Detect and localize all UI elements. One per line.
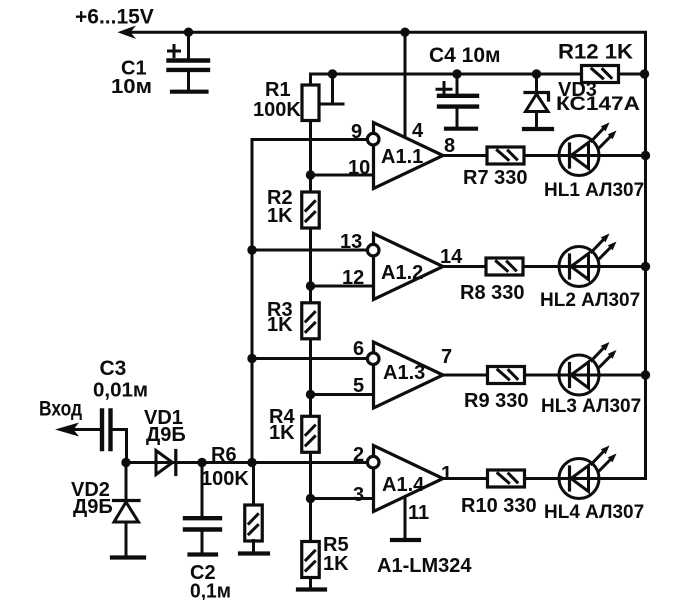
svg-text:1K: 1K <box>323 553 349 575</box>
svg-text:А1.4: А1.4 <box>382 474 425 496</box>
svg-text:13: 13 <box>340 231 362 253</box>
svg-text:100K: 100K <box>201 468 249 490</box>
svg-text:R12 1K: R12 1K <box>558 40 633 64</box>
svg-text:R3: R3 <box>267 299 293 321</box>
svg-text:6: 6 <box>353 338 364 360</box>
svg-text:R1: R1 <box>265 79 291 101</box>
svg-text:10м: 10м <box>111 76 152 98</box>
svg-text:5: 5 <box>353 375 364 397</box>
svg-text:1K: 1K <box>269 422 295 444</box>
svg-text:1K: 1K <box>267 314 293 336</box>
svg-text:9: 9 <box>351 121 362 143</box>
svg-text:Д9Б: Д9Б <box>146 424 186 446</box>
svg-text:С1: С1 <box>121 58 147 80</box>
svg-text:А1-LM324: А1-LM324 <box>377 555 472 577</box>
svg-text:14: 14 <box>440 246 463 268</box>
svg-text:R4: R4 <box>269 406 295 428</box>
svg-text:8: 8 <box>444 135 455 157</box>
svg-text:VD3: VD3 <box>558 79 597 101</box>
svg-text:10: 10 <box>348 157 370 179</box>
svg-text:7: 7 <box>441 346 452 368</box>
svg-text:Вход: Вход <box>39 398 82 421</box>
svg-text:11: 11 <box>408 502 429 524</box>
svg-text:С3: С3 <box>100 357 127 380</box>
svg-text:1: 1 <box>441 463 452 485</box>
svg-text:+6...15V: +6...15V <box>75 6 154 29</box>
svg-text:2: 2 <box>353 444 364 466</box>
svg-text:R2: R2 <box>267 187 293 209</box>
svg-text:R5: R5 <box>323 534 349 556</box>
svg-text:КС147А: КС147А <box>556 93 640 115</box>
svg-text:3: 3 <box>353 484 364 506</box>
svg-text:HL4 АЛ307: HL4 АЛ307 <box>544 502 644 523</box>
svg-text:VD1: VD1 <box>144 407 183 429</box>
svg-text:4: 4 <box>412 120 424 142</box>
svg-text:1K: 1K <box>267 205 293 227</box>
svg-text:100K: 100K <box>253 99 301 121</box>
svg-text:HL1 АЛ307: HL1 АЛ307 <box>544 180 644 201</box>
svg-text:12: 12 <box>342 267 364 289</box>
svg-text:R7 330: R7 330 <box>463 167 528 189</box>
svg-text:HL3 АЛ307: HL3 АЛ307 <box>541 396 641 417</box>
svg-text:VD2: VD2 <box>71 479 110 501</box>
svg-text:R9 330: R9 330 <box>464 390 529 412</box>
svg-text:С4 10м: С4 10м <box>429 44 501 67</box>
svg-text:А1.1: А1.1 <box>381 146 423 168</box>
svg-text:0,01м: 0,01м <box>93 379 148 402</box>
svg-text:R6: R6 <box>211 444 237 466</box>
svg-text:0,1м: 0,1м <box>190 581 231 600</box>
svg-text:R8 330: R8 330 <box>460 282 525 304</box>
svg-text:А1.2: А1.2 <box>381 262 423 284</box>
svg-text:Д9Б: Д9Б <box>73 496 113 518</box>
svg-text:А1.3: А1.3 <box>383 362 425 384</box>
svg-text:R10 330: R10 330 <box>461 495 537 517</box>
svg-text:HL2 АЛ307: HL2 АЛ307 <box>540 290 640 311</box>
svg-text:С2: С2 <box>190 562 216 584</box>
